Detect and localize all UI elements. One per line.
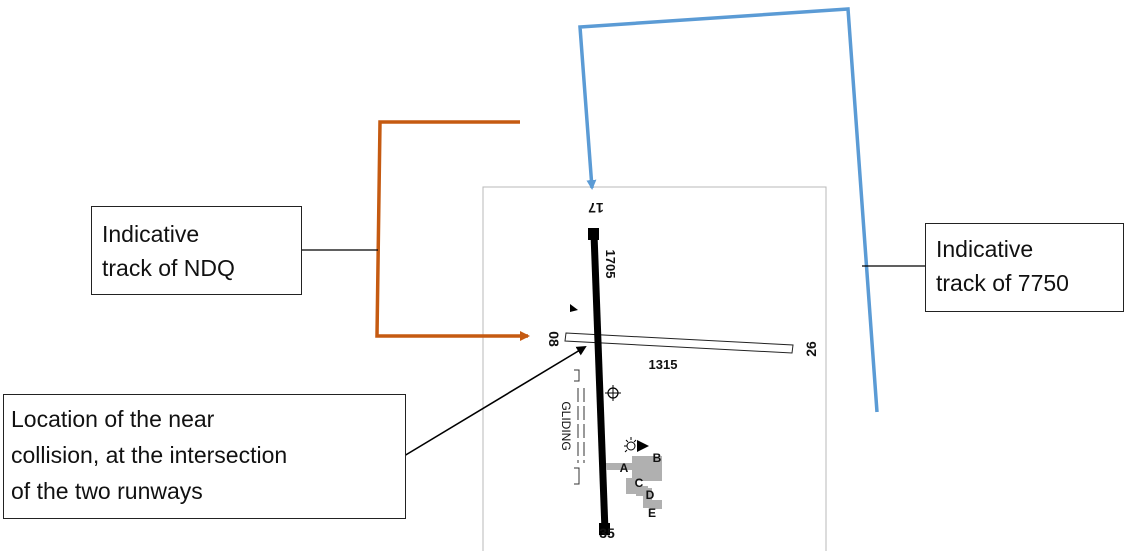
aerodrome-reference-point-icon: [605, 385, 621, 401]
beacon-icon: [624, 437, 637, 453]
runway-08-26: [564, 332, 794, 354]
map-frame: [482, 186, 827, 551]
ndq-track-callout: Indicative track of NDQ: [91, 206, 302, 295]
gliding-strips: [574, 369, 585, 485]
runway-17-35: [590, 233, 609, 532]
taxiway-d-label: D: [646, 488, 655, 502]
collision-pointer-arrow: [403, 345, 587, 457]
gliding-label: GLIDING: [559, 401, 573, 450]
runway-17-threshold: [588, 228, 599, 240]
runway-main-length-label: 1705: [603, 250, 618, 279]
taxiway-e-label: E: [648, 506, 656, 520]
ndq-callout-line-2: track of NDQ: [102, 255, 235, 281]
runway-end-08-label: 08: [546, 331, 562, 347]
terminal-flag-icon: [637, 440, 649, 452]
track-7750-line: [578, 7, 879, 413]
collision-callout-line-1: Location of the near: [11, 406, 215, 432]
windsock-icon: [570, 304, 578, 312]
runway-cross-length-label: 1315: [649, 357, 678, 372]
taxiway-b-label: B: [653, 451, 662, 465]
taxiway-c-label: C: [635, 476, 644, 490]
runway-end-35-label: 35: [599, 525, 615, 541]
runway-end-26-label: 26: [803, 341, 819, 357]
track-7750-callout: Indicative track of 7750: [925, 223, 1124, 312]
t7750-callout-line-1: Indicative: [936, 236, 1034, 262]
ndq-track-line: [375, 120, 530, 341]
runway-end-17-label: 17: [588, 200, 604, 216]
runway-35-threshold: [599, 523, 610, 535]
taxiway-a-label: A: [620, 461, 629, 475]
collision-callout-line-2: collision, at the intersection: [11, 442, 288, 468]
collision-location-callout: Location of the near collision, at the i…: [3, 394, 406, 519]
apron-taxiways: [606, 456, 662, 509]
ndq-callout-line-1: Indicative: [102, 221, 200, 247]
t7750-callout-line-2: track of 7750: [936, 270, 1069, 296]
collision-callout-line-3: of the two runways: [11, 478, 203, 504]
